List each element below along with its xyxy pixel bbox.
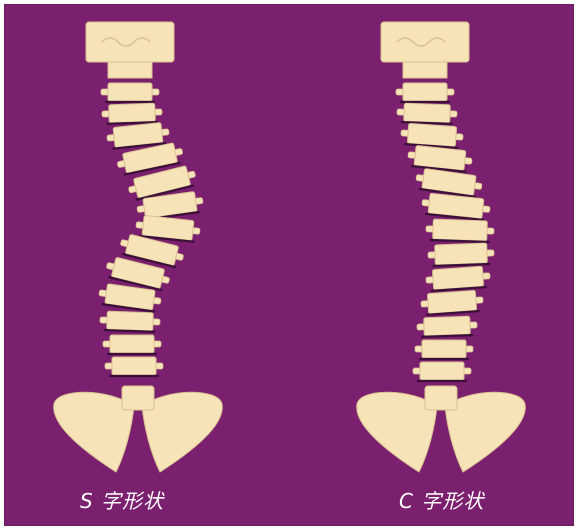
sacrum (122, 386, 154, 410)
vertebra (397, 103, 458, 124)
vertebra-body (407, 123, 456, 146)
vertebra (417, 316, 478, 337)
neck-bone (108, 62, 152, 78)
vertebra (420, 290, 483, 315)
vertebra-body (107, 311, 154, 331)
sacrum (425, 386, 457, 410)
vertebra-body (432, 266, 483, 289)
vertebra (407, 145, 473, 173)
c-shape-caption: C 字形状 (399, 486, 484, 516)
vertebra (415, 340, 473, 359)
vertebra (103, 335, 161, 354)
vertebra (105, 357, 163, 376)
s-shape-caption: S 字形状 (80, 486, 164, 516)
vertebra-body (108, 83, 152, 101)
skull-cap (86, 22, 174, 62)
neck-bone (403, 62, 447, 78)
vertebra-body (403, 83, 447, 101)
vertebra (413, 362, 471, 381)
vertebra (415, 168, 483, 198)
vertebra (426, 219, 495, 242)
vertebra (396, 83, 454, 102)
vertebra (425, 266, 490, 291)
s-shaped-spine (54, 22, 223, 472)
vertebra (421, 193, 491, 221)
vertebra (100, 311, 161, 332)
skull-cap (381, 22, 469, 62)
vertebra-body (422, 340, 466, 358)
vertebra (400, 123, 463, 148)
vertebra (428, 243, 495, 266)
vertebra-body (420, 362, 464, 380)
vertebra-body (424, 316, 471, 336)
vertebra-body (109, 103, 156, 123)
c-shaped-spine (357, 22, 526, 472)
vertebra-body (435, 243, 488, 265)
vertebra-body (110, 335, 154, 353)
vertebra-body (433, 219, 488, 241)
vertebra-body (112, 357, 156, 375)
vertebra (101, 83, 159, 102)
vertebra-body (427, 290, 476, 313)
vertebra (102, 103, 163, 124)
vertebra-body (404, 103, 451, 123)
